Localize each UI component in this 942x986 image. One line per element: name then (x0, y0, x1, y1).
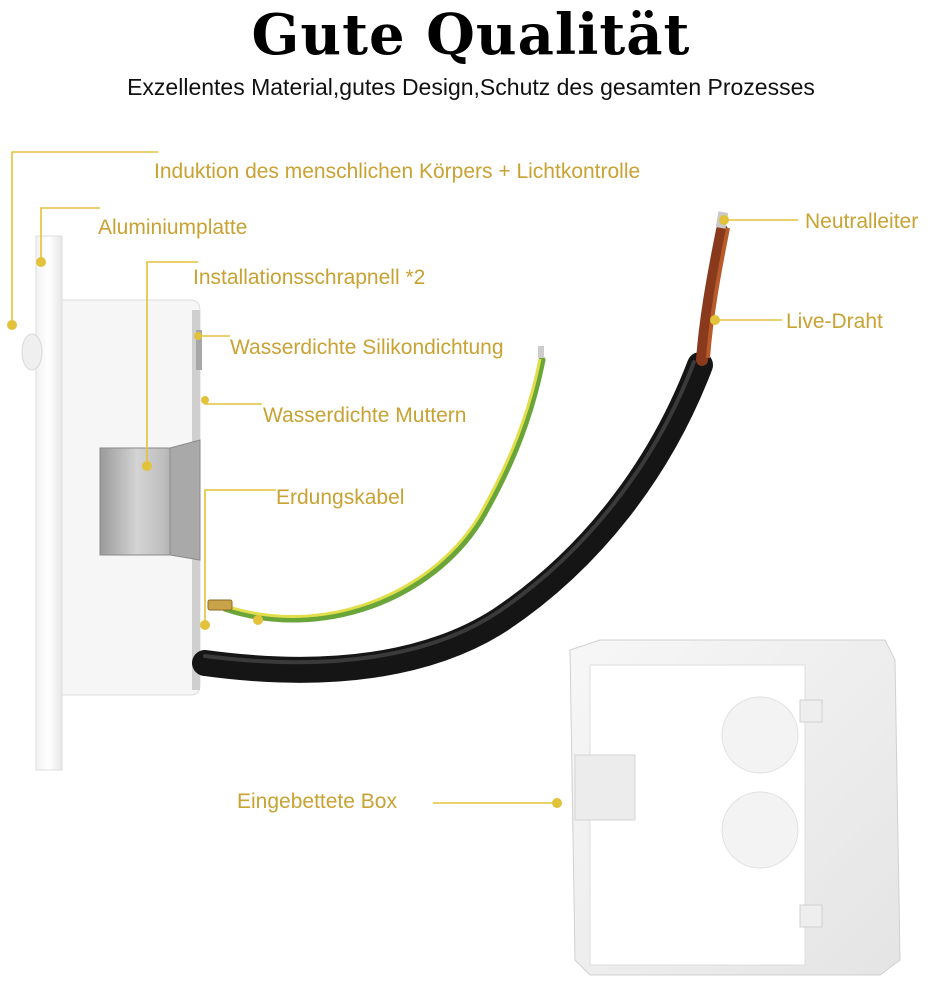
label-erdungskabel: Erdungskabel (276, 486, 405, 509)
live-wire (696, 224, 728, 366)
label-live-draht: Live-Draht (786, 310, 883, 333)
label-neutralleiter: Neutralleiter (805, 210, 919, 233)
power-cable (192, 352, 713, 683)
label-installationsschrapnell: Installationsschrapnell *2 (193, 266, 426, 289)
label-muttern: Wasserdichte Muttern (263, 404, 467, 427)
pir-sensor (21, 333, 43, 371)
switch-plate (21, 235, 63, 771)
page-subtitle: Exzellentes Material,gutes Design,Schutz… (127, 74, 815, 100)
ground-wire (221, 356, 546, 623)
label-induktion: Induktion des menschlichen Körpers + Lic… (154, 160, 641, 183)
label-silikondichtung: Wasserdichte Silikondichtung (230, 336, 504, 359)
label-aluminiumplatte: Aluminiumplatte (98, 216, 248, 239)
callout-dots (7, 215, 729, 808)
installation-clip (99, 439, 201, 561)
page-title: Gute Qualität (251, 2, 691, 68)
label-eingebettete-box: Eingebettete Box (237, 790, 397, 813)
embedded-box (569, 639, 901, 976)
